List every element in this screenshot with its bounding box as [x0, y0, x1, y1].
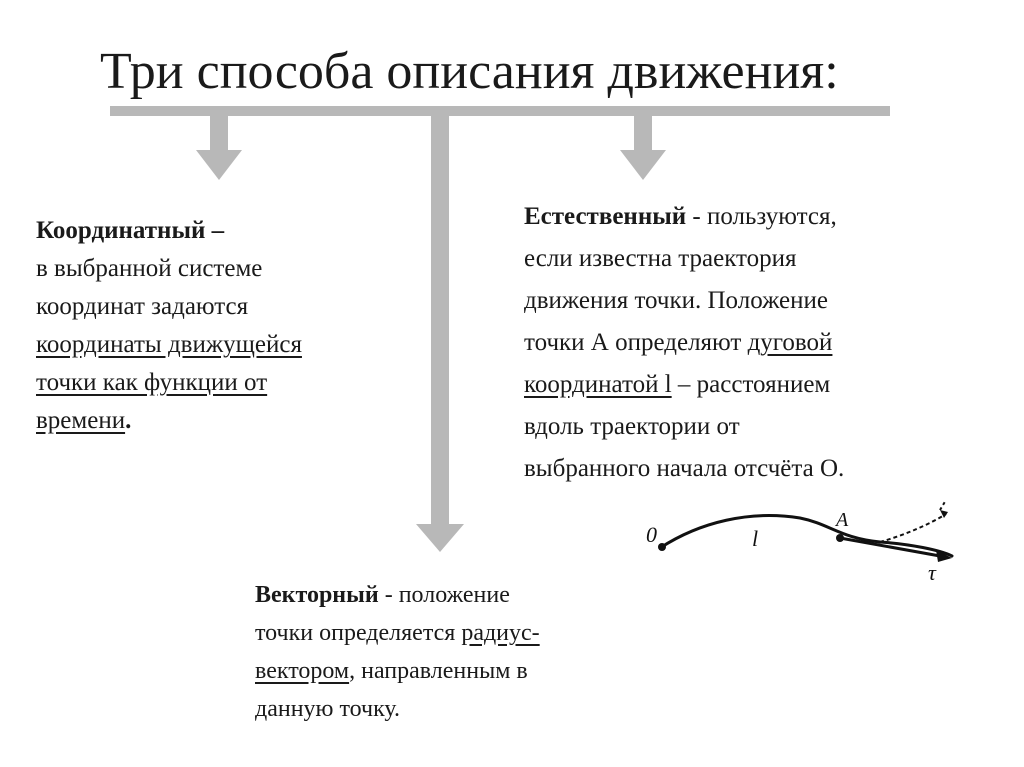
- natural-line-7: выбранного начала отсчёта О.: [524, 455, 845, 482]
- natural-method-block: Естественный - пользуются, если известна…: [524, 196, 964, 490]
- arrow-right: [620, 116, 666, 180]
- natural-line-6: вдоль траектории от: [524, 413, 740, 440]
- vector-line-2-underlined: радиус-: [461, 620, 540, 646]
- natural-rest-1: - пользуются,: [686, 203, 837, 230]
- vector-line-2-pre: точки определяется: [255, 620, 462, 646]
- point-a: [836, 534, 844, 542]
- arrow-center: [416, 116, 464, 552]
- natural-line-3: движения точки. Положение: [524, 287, 828, 314]
- trajectory-curve: [658, 514, 954, 558]
- natural-line-4-pre: точки А определяют: [524, 329, 748, 356]
- coordinate-line-3: координаты движущейся: [36, 326, 416, 364]
- coordinate-end: .: [125, 407, 132, 434]
- natural-line-1: Естественный - пользуются,: [524, 196, 964, 238]
- title-underline-bar: [110, 106, 890, 116]
- natural-line-2: если известна траектория: [524, 245, 797, 272]
- page-title: Три способа описания движения:: [100, 43, 839, 100]
- coordinate-underlined-2: точки как функции от: [36, 369, 268, 396]
- coordinate-dash: –: [205, 217, 225, 244]
- vector-line-3-underlined: вектором: [255, 658, 350, 684]
- trajectory-dashes-top: [939, 499, 947, 511]
- coordinate-name: Координатный: [36, 217, 206, 244]
- origin-point: [658, 543, 666, 551]
- tangent-line: [839, 536, 941, 558]
- natural-line-5-underlined: координатой l: [524, 371, 672, 398]
- coordinate-method-block: Координатный – в выбранной системе коорд…: [36, 212, 416, 440]
- coordinate-underlined-1: координаты движущейся: [36, 331, 302, 358]
- coordinate-underlined-3: времени: [36, 407, 126, 434]
- vector-method-block: Векторный - положение точки определяется…: [255, 576, 655, 728]
- coordinate-line-5: времени.: [36, 402, 416, 440]
- tangent-arrowhead: [936, 550, 952, 562]
- continuation-arrowhead: [940, 510, 948, 518]
- vector-line-1: Векторный - положение: [255, 576, 655, 614]
- vector-line-3-post: , направленным в: [349, 658, 528, 684]
- natural-line-5-post: – расстоянием: [671, 371, 831, 398]
- natural-line-4-underlined: дуговой: [747, 329, 833, 356]
- coordinate-line-4: точки как функции от: [36, 364, 416, 402]
- vector-line-3: вектором, направленным в: [255, 652, 655, 690]
- label-point-a: A: [834, 509, 849, 531]
- coordinate-heading: Координатный –: [36, 212, 416, 250]
- trajectory-sketch: 0 l A τ: [646, 499, 954, 585]
- label-tangent: τ: [928, 560, 937, 585]
- coordinate-line-2: координат задаются: [36, 293, 249, 320]
- natural-line-5: координатой l – расстоянием: [524, 364, 964, 406]
- vector-line-2: точки определяется радиус-: [255, 614, 655, 652]
- vector-line-4: данную точку.: [255, 696, 401, 722]
- vector-rest-1: - положение: [378, 582, 510, 608]
- label-origin: 0: [646, 522, 657, 547]
- vector-name: Векторный: [255, 582, 379, 608]
- coordinate-line-1: в выбранной системе: [36, 255, 263, 282]
- natural-name: Естественный: [524, 203, 687, 230]
- label-arc: l: [752, 526, 758, 551]
- arrow-left: [196, 116, 242, 180]
- trajectory-continuation: [879, 513, 947, 543]
- natural-line-4: точки А определяют дуговой: [524, 322, 964, 364]
